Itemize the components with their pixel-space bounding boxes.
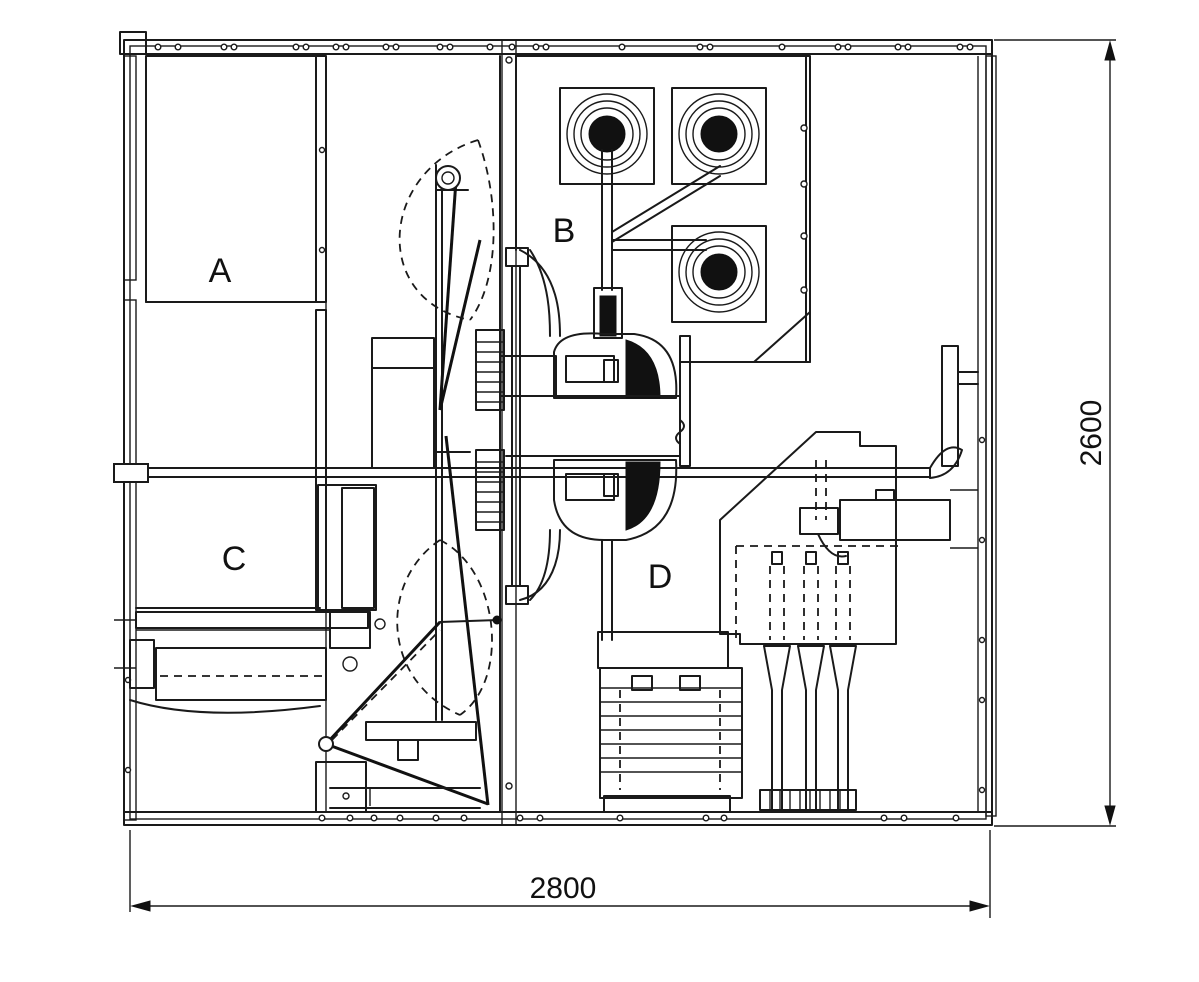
width-dimension-label: 2800 bbox=[530, 872, 597, 905]
earthing-switch bbox=[719, 345, 979, 645]
label-compartment-a: A bbox=[209, 252, 232, 290]
busbar-insulator-bottom bbox=[671, 225, 767, 323]
current-transformer bbox=[597, 631, 743, 813]
cabinet-frame bbox=[119, 31, 997, 826]
upper-contact bbox=[499, 287, 691, 467]
breaker-compartment bbox=[114, 39, 517, 826]
cable-terminations bbox=[759, 533, 857, 813]
main-shaft bbox=[113, 463, 931, 483]
lower-contact bbox=[505, 247, 685, 641]
busbar-insulator-top-right bbox=[671, 87, 767, 185]
upper-insulator-fins bbox=[475, 329, 505, 411]
label-compartment-b: B bbox=[553, 212, 576, 250]
top-bolt-row bbox=[154, 43, 974, 51]
label-compartment-c: C bbox=[222, 540, 247, 578]
width-dimension: 2800 bbox=[129, 830, 991, 918]
lower-insulator-fins bbox=[475, 449, 505, 531]
compartment-d bbox=[597, 345, 986, 813]
label-compartment-d: D bbox=[648, 558, 673, 596]
bottom-bolt-row bbox=[318, 814, 960, 822]
height-dimension-label: 2600 bbox=[1075, 400, 1108, 467]
compartment-b bbox=[515, 55, 811, 363]
height-dimension: 2600 bbox=[994, 39, 1116, 827]
busbar-insulator-top-left bbox=[559, 87, 655, 185]
